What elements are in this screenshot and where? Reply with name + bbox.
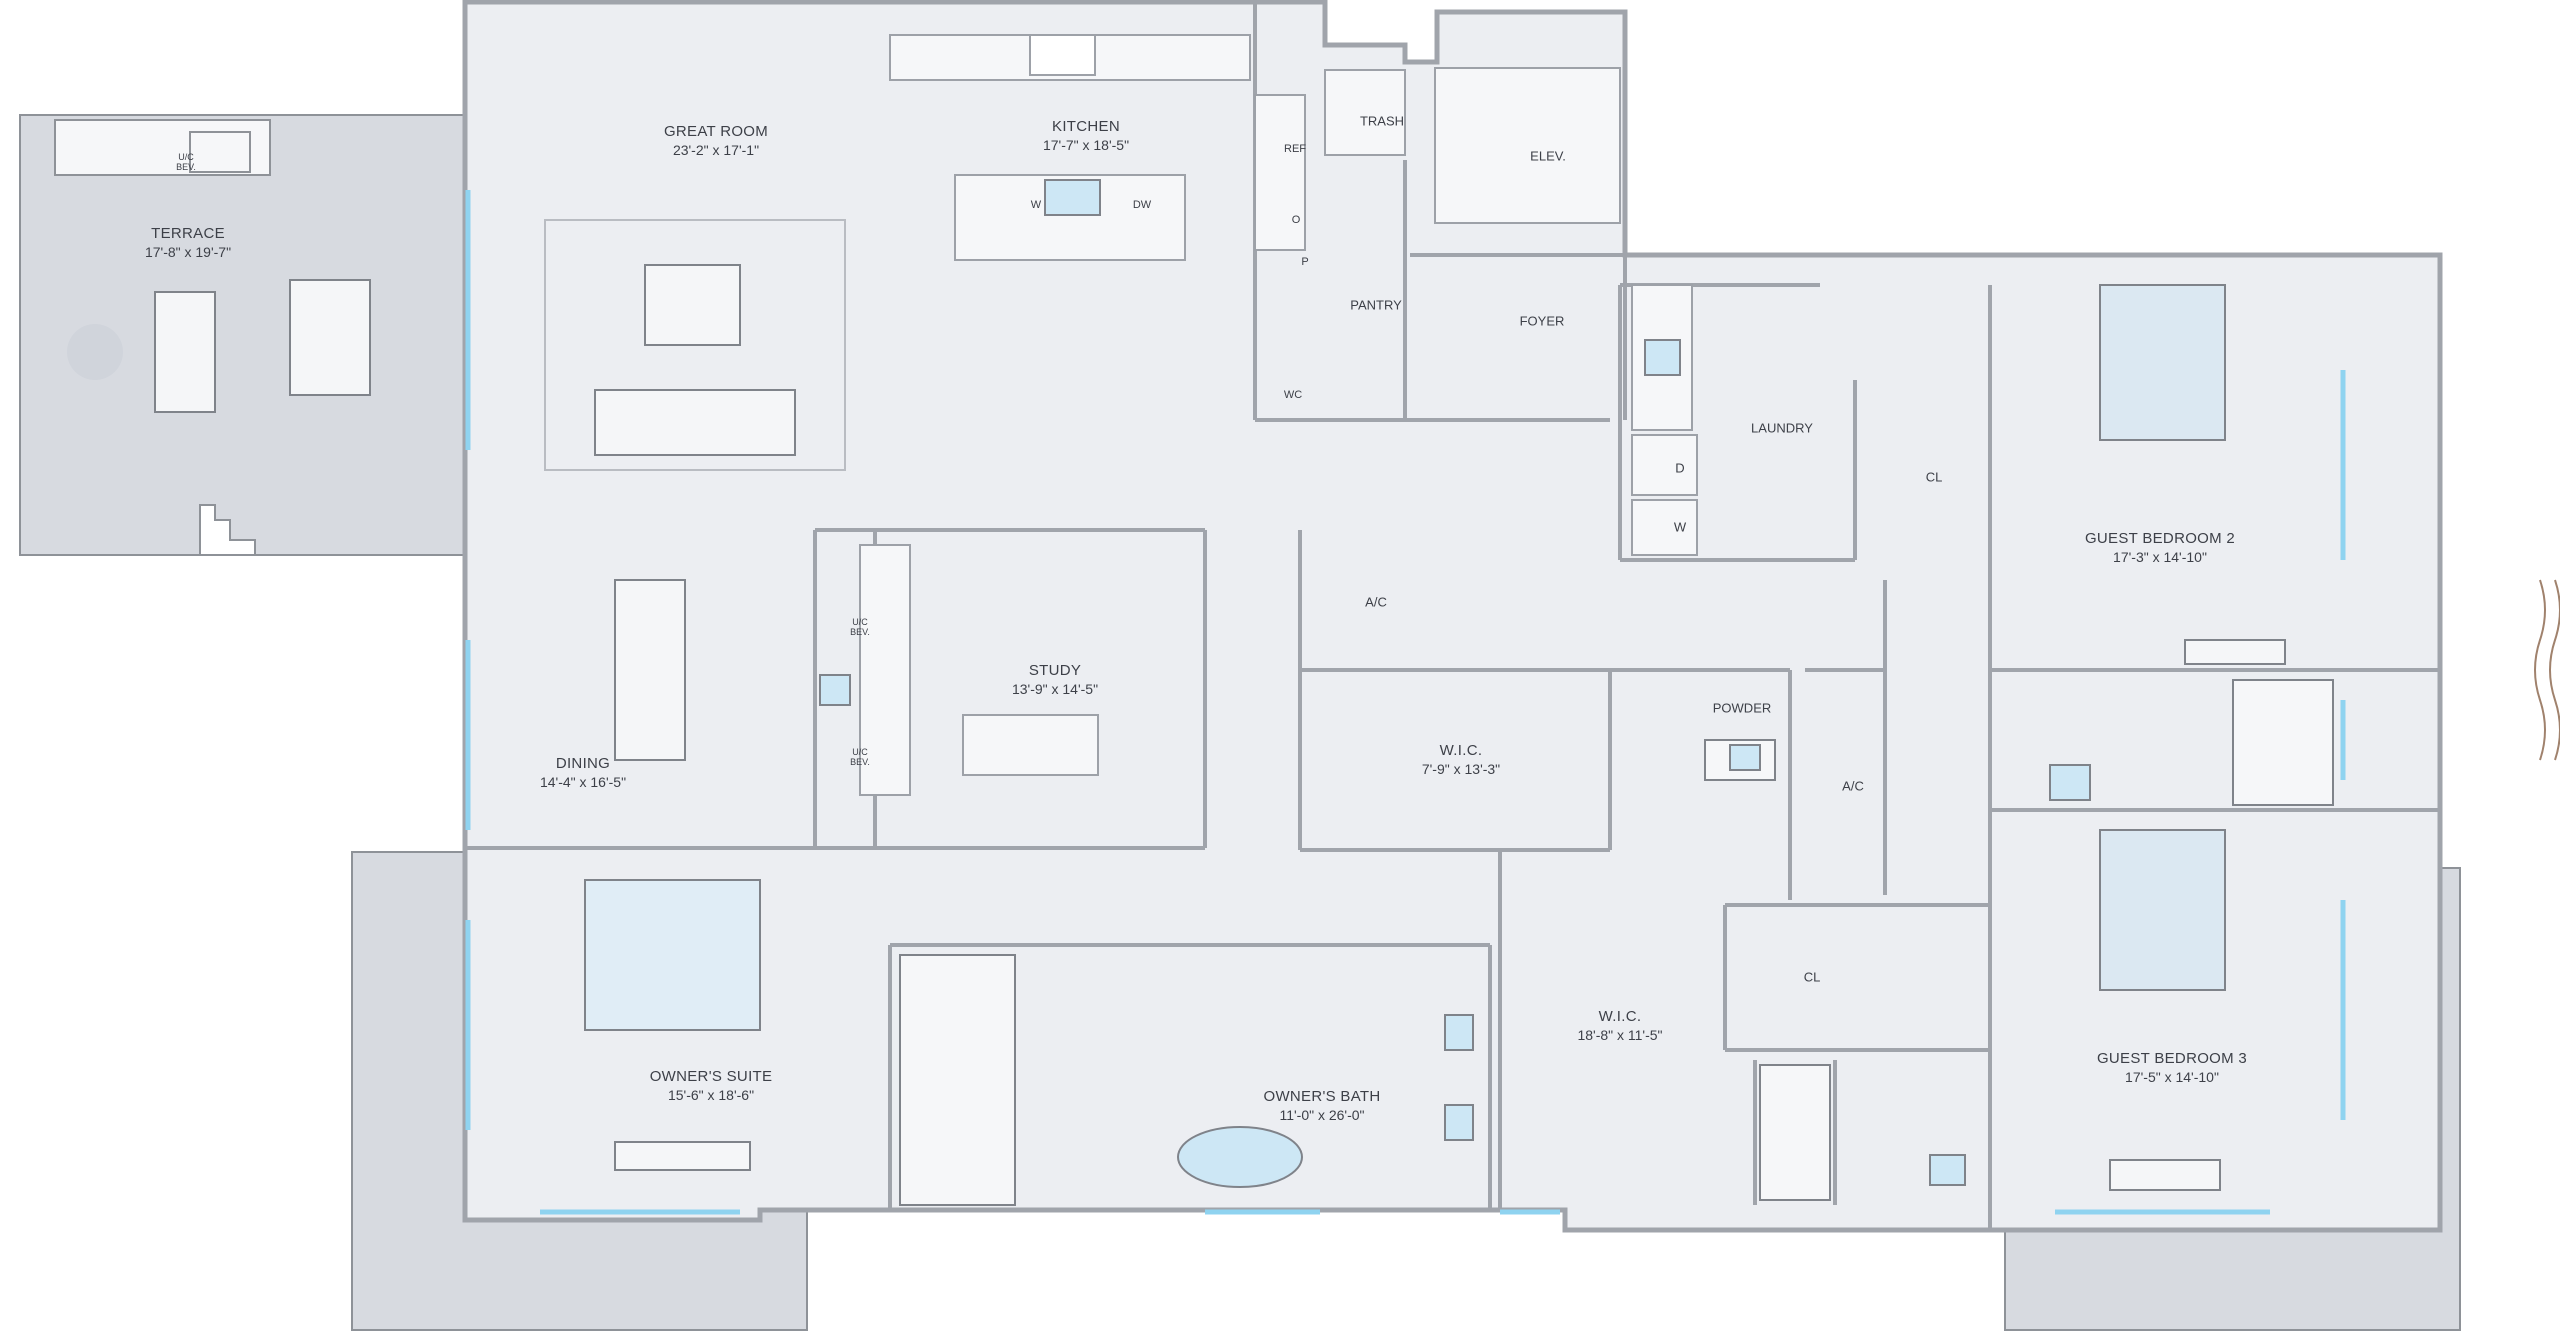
guest2-sink — [2049, 764, 2091, 801]
powder-basin — [1729, 744, 1761, 771]
room-label-great-room: GREAT ROOM 23'-2" x 17'-1" — [664, 123, 768, 159]
label-dryer: D — [1675, 460, 1685, 476]
elevator — [1434, 67, 1621, 224]
label-laundry: LAUNDRY — [1751, 420, 1813, 436]
study-sink — [819, 674, 851, 706]
room-name: GUEST BEDROOM 3 — [2096, 1050, 2248, 1067]
range — [1029, 34, 1096, 76]
label-pantry: PANTRY — [1350, 297, 1402, 313]
room-name: KITCHEN — [1052, 118, 1120, 135]
room-name: W.I.C. — [1439, 742, 1483, 759]
room-dims: 18'-8" x 11'-5" — [1577, 1026, 1663, 1043]
room-label-guest-bedroom-2: GUEST BEDROOM 2 17'-3" x 14'-10" — [2085, 530, 2235, 566]
room-dims: 13'-9" x 14'-5" — [1011, 680, 1099, 697]
label-uc-bev-dining-2: U/C BEV. — [850, 747, 870, 767]
label-dishwasher: DW — [1132, 199, 1152, 211]
guest3-shower — [1759, 1064, 1831, 1201]
room-dims: 15'-6" x 18'-6" — [667, 1086, 755, 1103]
owner-bed — [584, 879, 761, 1031]
room-label-wic-1: W.I.C. 7'-9" x 13'-3" — [1422, 742, 1500, 778]
room-name: GREAT ROOM — [663, 123, 769, 140]
label-ac-2: A/C — [1842, 778, 1864, 794]
label-oven: O — [1291, 214, 1301, 226]
bathtub — [1177, 1126, 1303, 1188]
label-powder: POWDER — [1712, 700, 1772, 716]
terrace-stair — [199, 504, 256, 556]
label-ref: REF — [1284, 143, 1306, 155]
room-name: TERRACE — [151, 225, 225, 242]
terrace-grill — [189, 131, 251, 173]
kitchen-counters — [859, 34, 1698, 796]
coffee-table — [644, 264, 741, 346]
room-label-dining: DINING 14'-4" x 16'-5" — [540, 755, 626, 791]
label-washer: W — [1673, 519, 1687, 535]
label-wc: WC — [1283, 389, 1303, 401]
sofa — [594, 389, 796, 456]
terrace-sofa — [154, 291, 216, 413]
terrace-table — [289, 279, 371, 396]
terrace-round-table — [67, 324, 123, 380]
great-room-rug — [544, 219, 846, 471]
room-name: DINING — [555, 755, 611, 772]
label-washer-kitchen: W — [1030, 199, 1042, 211]
room-label-guest-bedroom-3: GUEST BEDROOM 3 17'-5" x 14'-10" — [2097, 1050, 2247, 1086]
room-name: OWNER'S BATH — [1263, 1088, 1381, 1105]
room-name: GUEST BEDROOM 2 — [2084, 530, 2236, 547]
room-label-owners-bath: OWNER'S BATH 11'-0" x 26'-0" — [1263, 1088, 1380, 1124]
room-label-kitchen: KITCHEN 17'-7" x 18'-5" — [1043, 118, 1129, 154]
kitchen-sink — [1044, 179, 1101, 216]
room-label-owners-suite: OWNER'S SUITE 15'-6" x 18'-6" — [650, 1068, 773, 1104]
guest2-tv — [2184, 639, 2286, 665]
room-label-wic-2: W.I.C. 18'-8" x 11'-5" — [1577, 1008, 1662, 1044]
label-closet-1: CL — [1925, 469, 1943, 485]
bath-fixtures — [819, 179, 2334, 1206]
label-uc-bev-terrace: U/C BEV. — [176, 152, 196, 172]
room-dims: 14'-4" x 16'-5" — [539, 773, 627, 790]
trash-room — [1324, 69, 1406, 156]
windows — [465, 190, 2346, 1215]
room-label-terrace: TERRACE 17'-8" x 19'-7" — [145, 225, 231, 261]
room-dims: 7'-9" x 13'-3" — [1421, 760, 1501, 777]
room-label-study: STUDY 13'-9" x 14'-5" — [1012, 662, 1098, 698]
guest3-bed — [2099, 829, 2226, 991]
label-ac-1: A/C — [1365, 594, 1387, 610]
dining-buffet — [859, 544, 911, 796]
label-trash: TRASH — [1359, 113, 1405, 129]
vanity-owner-2 — [1444, 1104, 1474, 1141]
guest2-shower — [2232, 679, 2334, 806]
guest3-sink — [1929, 1154, 1966, 1186]
guest3-tv — [2109, 1159, 2221, 1191]
shower-owner — [899, 954, 1016, 1206]
room-name: OWNER'S SUITE — [649, 1068, 773, 1085]
room-dims: 17'-5" x 14'-10" — [2125, 1068, 2219, 1085]
room-name: STUDY — [1028, 662, 1082, 679]
room-dims: 11'-0" x 26'-0" — [1279, 1106, 1365, 1123]
furniture — [67, 219, 2286, 1191]
kitchen-island — [954, 174, 1186, 261]
label-p: P — [1301, 256, 1309, 268]
room-dims: 17'-7" x 18'-5" — [1042, 136, 1130, 153]
owner-tv — [614, 1141, 751, 1171]
room-dims: 17'-8" x 19'-7" — [144, 243, 232, 260]
vanity-owner-1 — [1444, 1014, 1474, 1051]
study-desk — [962, 714, 1099, 776]
label-elevator: ELEV. — [1530, 148, 1566, 164]
dining-table — [614, 579, 686, 761]
label-uc-bev-dining-1: U/C BEV. — [850, 617, 870, 637]
room-dims: 23'-2" x 17'-1" — [672, 141, 760, 158]
label-foyer: FOYER — [1519, 313, 1565, 329]
room-dims: 17'-3" x 14'-10" — [2113, 548, 2207, 565]
interior-floor — [462, 0, 2443, 1233]
label-closet-2: CL — [1803, 969, 1821, 985]
laundry-washer — [1631, 434, 1698, 496]
room-name: W.I.C. — [1598, 1008, 1642, 1025]
guest2-bed — [2099, 284, 2226, 441]
laundry-sink — [1644, 339, 1681, 376]
laundry-dryer — [1631, 499, 1698, 556]
water-icon — [2534, 579, 2560, 761]
